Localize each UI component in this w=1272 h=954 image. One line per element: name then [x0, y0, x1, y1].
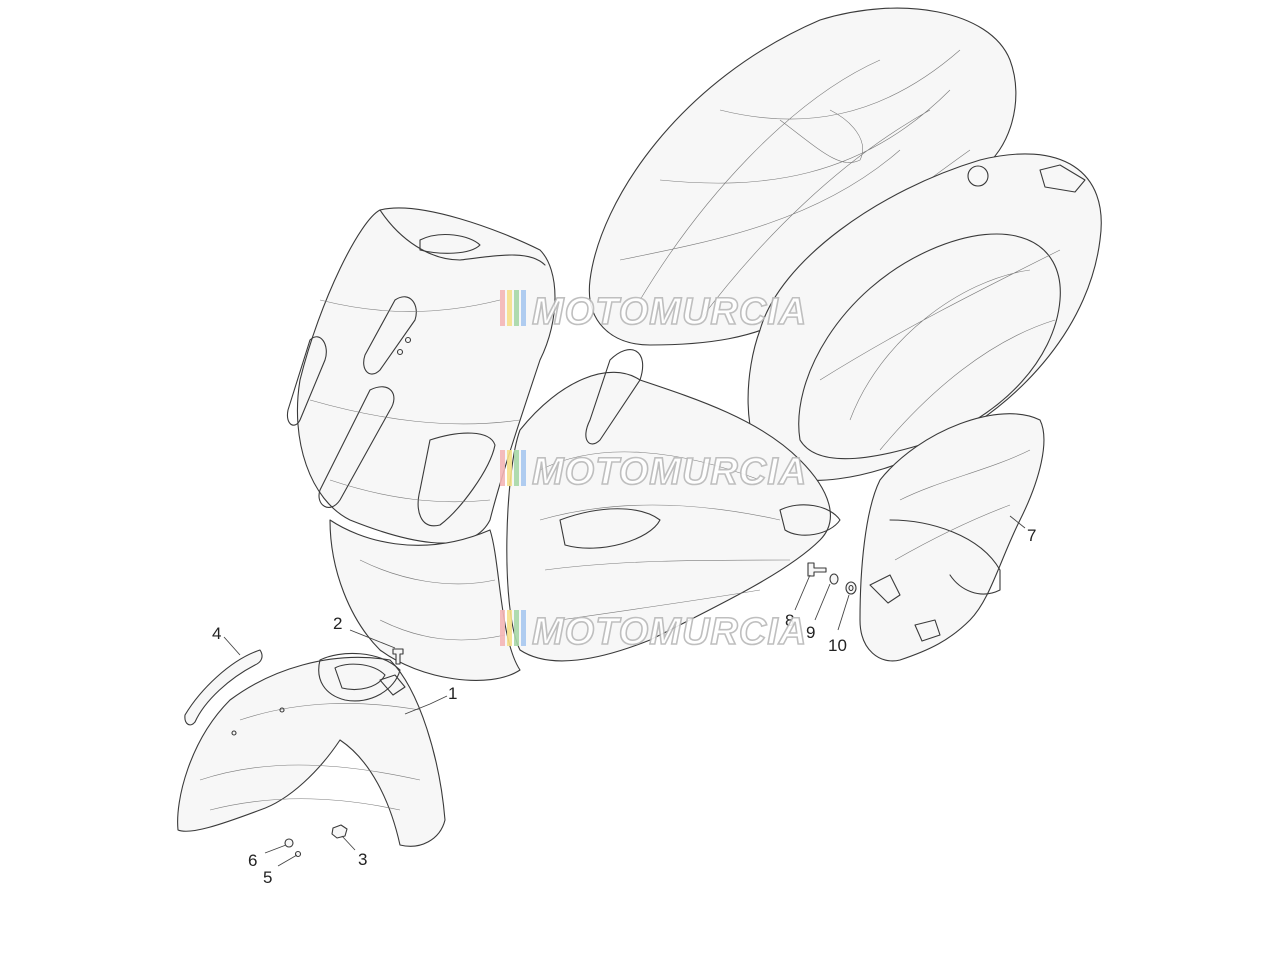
- callout-8: 8: [785, 611, 794, 630]
- leader-6: [264, 844, 287, 854]
- watermark-text: MOTOMURCIA: [532, 611, 807, 653]
- leader-4: [223, 636, 241, 656]
- leader-1: [404, 695, 448, 715]
- watermark-text: MOTOMURCIA: [532, 291, 807, 333]
- callout-9: 9: [806, 623, 815, 642]
- hardware-screws: [284, 562, 857, 858]
- leader-5: [277, 854, 298, 867]
- callout-6: 6: [248, 851, 257, 870]
- watermark-text: MOTOMURCIA: [532, 451, 807, 493]
- leader-10: [837, 594, 850, 631]
- leader-8: [794, 574, 811, 611]
- leader-9: [814, 583, 831, 621]
- callout-2: 2: [333, 614, 342, 633]
- leader-7: [1009, 515, 1026, 529]
- rear-mudguard: [859, 413, 1045, 662]
- watermark-bottom: MOTOMURCIA: [500, 610, 807, 654]
- front-mudguard: [177, 652, 446, 847]
- callout-5: 5: [263, 868, 272, 887]
- watermark-top: MOTOMURCIA: [500, 290, 807, 334]
- callout-7: 7: [1027, 526, 1036, 545]
- leader-3: [341, 835, 356, 851]
- scooter-body-assembly: [506, 7, 1102, 662]
- leader-2: [349, 629, 396, 649]
- mudguard-trim: [184, 649, 263, 726]
- callout-4: 4: [212, 624, 221, 643]
- front-legshield: [286, 207, 556, 681]
- callout-labels: 1 2 3 4 5 6 7 8 9 10: [212, 526, 1036, 887]
- callout-1: 1: [448, 684, 457, 703]
- leader-lines: [223, 515, 1026, 867]
- watermark-middle: MOTOMURCIA: [500, 450, 807, 494]
- callout-3: 3: [358, 850, 367, 869]
- callout-10: 10: [828, 636, 847, 655]
